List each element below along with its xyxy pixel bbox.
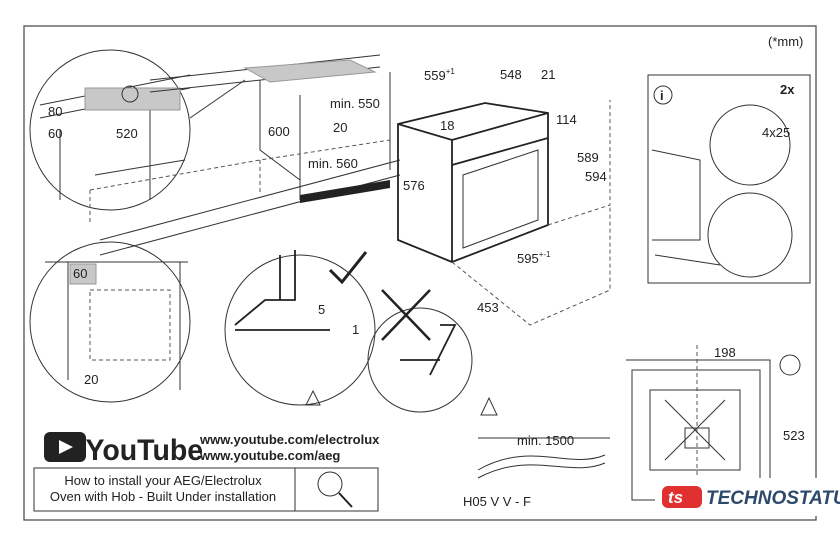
oven-drawing: 559+1 548 21 18 114 576 589 594 595+-1 4… [397, 67, 611, 326]
svg-text:559+1: 559+1 [424, 67, 455, 83]
side-detail: 60 20 [29, 241, 191, 403]
screw-count: 2x [780, 82, 795, 97]
dim-559-tolerance: +1 [446, 67, 456, 76]
warning-icon [305, 389, 321, 406]
dim-198: 198 [714, 345, 736, 360]
dim-594: 594 [585, 169, 607, 184]
url-aeg[interactable]: www.youtube.com/aeg [199, 448, 340, 463]
dim-1: 1 [352, 322, 359, 337]
dim-114: 114 [556, 112, 577, 127]
dim-589: 589 [577, 150, 599, 165]
dim-60: 60 [48, 126, 62, 141]
dim-600: 600 [268, 124, 290, 139]
cable-type: H05 V V - F [463, 494, 531, 509]
ts-logo-icon [662, 486, 702, 508]
dim-side-20: 20 [84, 372, 98, 387]
warning-icon [480, 396, 498, 416]
dim-548: 548 [500, 67, 522, 82]
units-note: (*mm) [768, 34, 803, 49]
gap-detail-correct: 5 1 [224, 250, 376, 406]
technostatus-watermark: ts TECHNOSTATUS [655, 478, 840, 516]
dim-80: 80 [48, 104, 62, 119]
gap-detail-wrong [367, 289, 498, 416]
connection-panel: 198 523 [626, 345, 805, 505]
dim-5: 5 [318, 302, 325, 317]
dim-min-560: min. 560 [308, 156, 358, 171]
brand-name: TECHNOSTATUS [706, 488, 840, 509]
dim-min-1500: min. 1500 [517, 433, 574, 448]
screw-size: 4x25 [762, 125, 790, 140]
dim-18: 18 [440, 118, 454, 133]
search-icon [317, 471, 353, 508]
info-icon: i [660, 88, 664, 103]
svg-text:ts: ts [668, 488, 683, 507]
dim-20: 20 [333, 120, 347, 135]
dim-520: 520 [116, 126, 138, 141]
dim-21: 21 [541, 67, 555, 82]
cabinet-drawing: 600 min. 550 20 min. 560 [89, 54, 401, 256]
dim-453: 453 [477, 300, 499, 315]
dim-595: 595 [517, 251, 539, 266]
dim-559: 559 [424, 68, 446, 83]
youtube-block[interactable]: YouTube www.youtube.com/electrolux www.y… [33, 432, 380, 512]
cable-drawing: min. 1500 H05 V V - F [463, 433, 610, 509]
dim-523: 523 [783, 428, 805, 443]
dim-576: 576 [403, 178, 425, 193]
dim-595-tolerance: +-1 [539, 250, 551, 259]
frame [23, 25, 817, 521]
cross-icon [381, 289, 431, 341]
dim-side-60: 60 [73, 266, 87, 281]
electric-icon [121, 85, 139, 103]
caption-line-2: Oven with Hob - Built Under installation [50, 489, 276, 504]
youtube-logo: YouTube [86, 434, 204, 467]
svg-text:595+-1: 595+-1 [517, 250, 551, 266]
dim-min-550: min. 550 [330, 96, 380, 111]
screw-panel: i 2x 4x25 [647, 74, 811, 284]
hob-detail: 80 60 520 [29, 49, 191, 211]
checkmark-icon [328, 251, 368, 285]
caption-line-1: How to install your AEG/Electrolux [64, 473, 262, 488]
url-electrolux[interactable]: www.youtube.com/electrolux [199, 432, 380, 447]
electric-icon [779, 354, 801, 376]
